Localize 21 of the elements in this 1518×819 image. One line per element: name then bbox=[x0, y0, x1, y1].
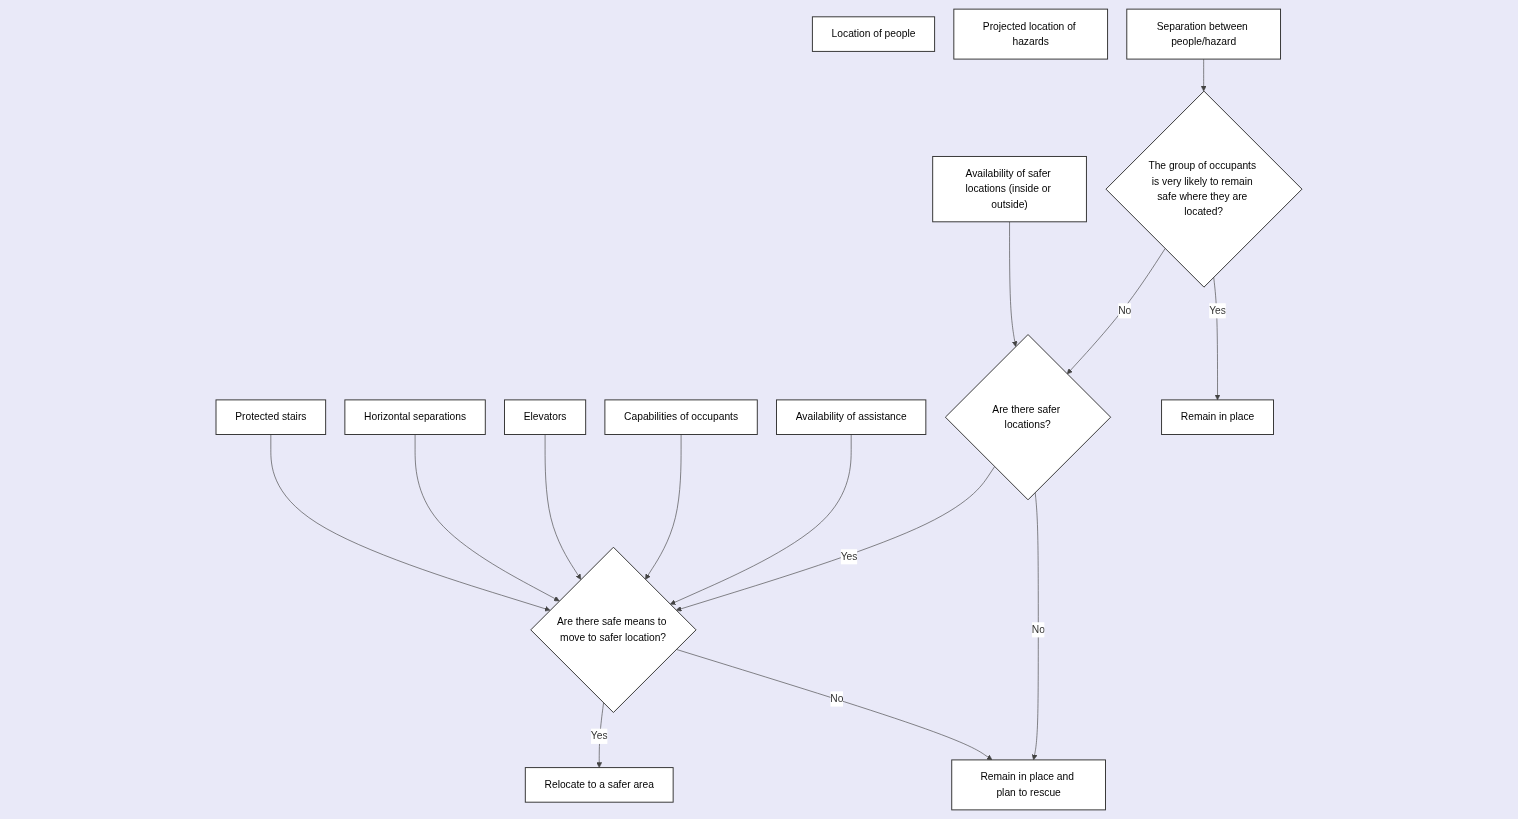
node-box: Separation between people/hazard bbox=[1126, 8, 1281, 60]
node-box: Availability of assistance bbox=[776, 399, 927, 435]
node-diamond: Are there safe means to move to safer location? bbox=[530, 546, 697, 713]
edge-label: Yes bbox=[840, 551, 858, 562]
node-box: Horizontal separations bbox=[344, 399, 486, 435]
node-box: Capabilities of occupants bbox=[604, 399, 758, 435]
node-box: Remain in place bbox=[1161, 399, 1274, 435]
node-box: Elevators bbox=[504, 399, 587, 435]
edge-label: Yes bbox=[590, 730, 608, 742]
edge-label: No bbox=[1031, 624, 1045, 635]
node-box: Location of people bbox=[811, 16, 936, 52]
edge-label: No bbox=[1118, 305, 1132, 316]
node-diamond: The group of occupants is very likely to remain safe where they are located? bbox=[1105, 90, 1303, 288]
edge-label: No bbox=[830, 693, 844, 705]
node-box: Protected stairs bbox=[215, 399, 327, 435]
node-box: Relocate to a safer area bbox=[524, 767, 674, 803]
edge-label: Yes bbox=[1209, 305, 1226, 316]
node-box: Projected location of hazards bbox=[953, 8, 1109, 60]
node-box: Availability of safer locations (inside or outside) bbox=[932, 156, 1087, 223]
node-box: Remain in place and plan to rescue bbox=[951, 759, 1106, 811]
node-diamond: Are there safer locations? bbox=[944, 334, 1112, 501]
